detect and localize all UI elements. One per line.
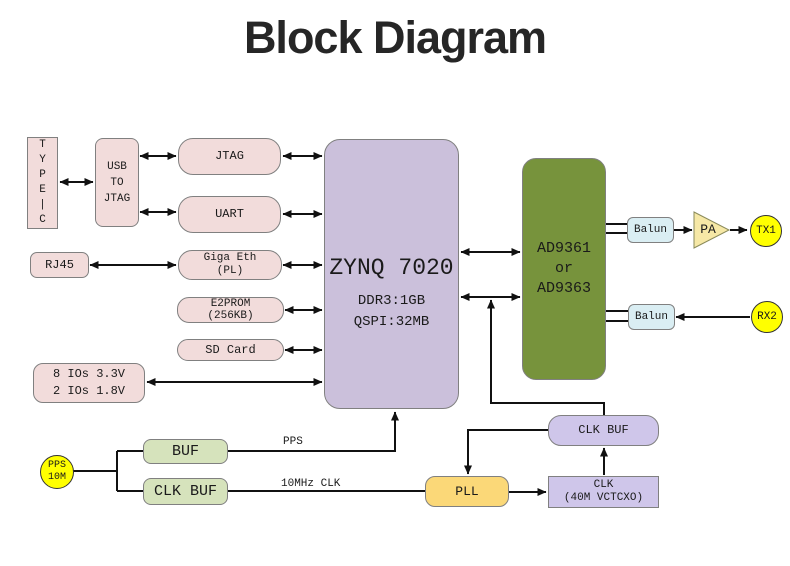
wire-label-10mhz-clk: 10MHz CLK bbox=[281, 478, 341, 490]
block-giga-eth-pl: Giga Eth (PL) bbox=[178, 250, 282, 280]
block-pll: PLL bbox=[425, 476, 509, 507]
block-sd-card: SD Card bbox=[177, 339, 284, 361]
port-rx2: RX2 bbox=[751, 301, 783, 333]
block-uart: UART bbox=[178, 196, 281, 233]
block-e2prom: E2PROM (256KB) bbox=[177, 297, 284, 323]
zynq-title: ZYNQ 7020 bbox=[329, 254, 454, 281]
block-rj45: RJ45 bbox=[30, 252, 89, 278]
page-title: Block Diagram bbox=[243, 12, 547, 63]
block-clk-buf-input: CLK BUF bbox=[143, 478, 228, 505]
block-usb-to-jtag: USB TO JTAG bbox=[95, 138, 139, 227]
port-tx1: TX1 bbox=[750, 215, 782, 247]
pa-amplifier-label: PA bbox=[700, 222, 716, 237]
zynq-memory-specs: DDR3:1GB QSPI:32MB bbox=[353, 293, 430, 331]
block-zynq-7020: ZYNQ 7020 DDR3:1GB QSPI:32MB bbox=[324, 139, 459, 409]
block-clk-40m-vctcxo: CLK (40M VCTCXO) bbox=[548, 476, 659, 508]
block-clk-buf-output: CLK BUF bbox=[548, 415, 659, 446]
block-type-c-connector: T Y P E | C bbox=[27, 137, 58, 229]
block-jtag: JTAG bbox=[178, 138, 281, 175]
block-io-bank: 8 IOs 3.3V 2 IOs 1.8V bbox=[33, 363, 145, 403]
block-buf: BUF bbox=[143, 439, 228, 464]
block-ad9361-ad9363: AD9361 or AD9363 bbox=[522, 158, 606, 380]
block-balun-rx: Balun bbox=[628, 304, 675, 330]
port-pps-10m: PPS 10M bbox=[40, 455, 74, 489]
block-balun-tx: Balun bbox=[627, 217, 674, 243]
wire-label-pps: PPS bbox=[283, 436, 303, 448]
pa-amplifier-triangle bbox=[693, 211, 731, 249]
